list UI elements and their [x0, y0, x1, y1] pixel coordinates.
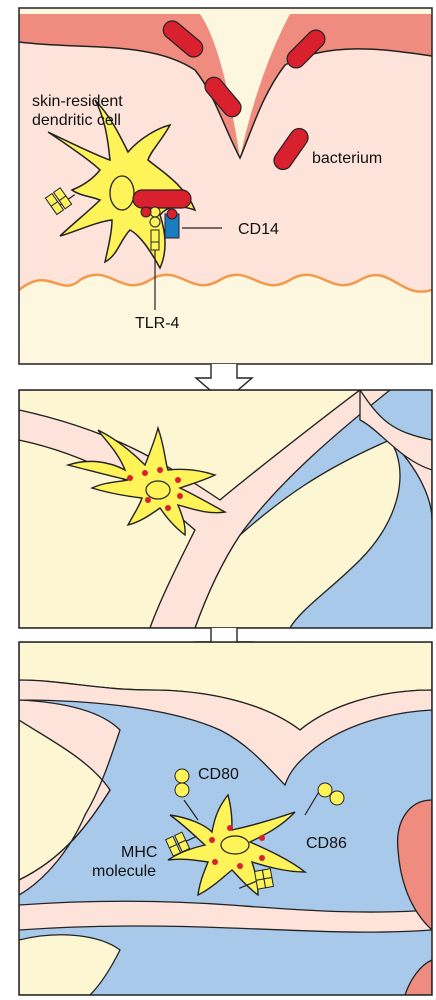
label-molecule: molecule	[92, 863, 156, 880]
panel-skin: skin-resident dendritic cell bacterium C…	[19, 8, 432, 364]
granule	[212, 859, 218, 865]
label-dendritic-cell: dendritic cell	[32, 112, 121, 129]
granule	[227, 825, 233, 831]
granule	[127, 475, 133, 481]
nucleus	[110, 176, 134, 210]
granule	[209, 837, 215, 843]
label-cd80: CD80	[198, 766, 239, 783]
granule	[142, 470, 148, 476]
nucleus	[221, 836, 249, 854]
granule	[177, 493, 183, 499]
granule	[145, 497, 151, 503]
label-tlr4: TLR-4	[135, 315, 180, 332]
panel-lymph-vessel	[19, 390, 432, 628]
bound-bacterium	[133, 190, 191, 208]
label-cd86: CD86	[306, 835, 347, 852]
granule	[157, 467, 163, 473]
granule	[259, 835, 265, 841]
granule	[175, 477, 181, 483]
nucleus	[146, 481, 170, 499]
granule	[237, 863, 243, 869]
label-cd14: CD14	[238, 221, 279, 238]
label-bacterium: bacterium	[312, 150, 382, 167]
label-mhc: MHC	[121, 844, 157, 861]
panel-lymph-node: CD80 CD86 MHC molecule	[19, 642, 432, 995]
granule	[165, 505, 171, 511]
granule	[259, 855, 265, 861]
label-skin-resident: skin-resident	[32, 93, 123, 110]
